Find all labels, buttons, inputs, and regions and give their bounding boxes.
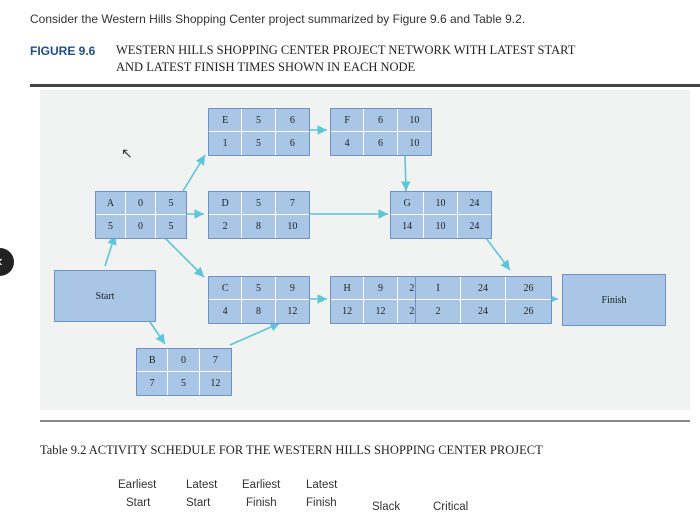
table-top-rule: [40, 420, 690, 422]
node-f-name: F: [331, 109, 365, 132]
node-finish: Finish: [562, 274, 666, 326]
node-e: E 5 6 1 5 6: [208, 108, 310, 156]
node-c-es: 5: [242, 277, 276, 300]
node-finish-label: Finish: [601, 294, 627, 306]
node-b-lf: 12: [210, 378, 221, 389]
node-g-ls: 10: [424, 215, 458, 238]
node-i-es: 24: [460, 277, 506, 300]
node-f-es: 6: [364, 109, 398, 132]
node-e-ef: 6: [275, 109, 309, 132]
node-a-lf: 5: [168, 221, 174, 232]
table-title: Table 9.2 ACTIVITY SCHEDULE FOR THE WEST…: [40, 443, 543, 457]
node-d-name: D: [209, 192, 243, 215]
node-i-lf: 26: [523, 306, 534, 317]
arrow-a-c: [164, 237, 205, 278]
node-a-dur: 5: [96, 215, 126, 238]
node-b: B 0 7 7 5 12: [136, 348, 232, 396]
figure-title-line1: WESTERN HILLS SHOPPING CENTER PROJECT NE…: [116, 43, 576, 57]
node-h-name: H: [331, 277, 365, 300]
node-b-es: 0: [168, 349, 200, 372]
node-h-ls: 12: [364, 300, 398, 323]
node-f: F 6 10 4 6 10: [330, 108, 432, 156]
node-f-ef: 10: [397, 109, 431, 132]
arrow-start-a: [104, 234, 117, 267]
node-g-name: G: [391, 192, 425, 215]
node-e-ls: 5: [242, 132, 276, 155]
node-g-lf: 24: [469, 221, 480, 232]
node-g: G 10 24 14 10 24: [390, 191, 492, 239]
node-a-ef: 5: [155, 192, 186, 215]
node-b-ef: 7: [199, 349, 231, 372]
node-a-name: A: [96, 192, 126, 215]
node-d-es: 5: [242, 192, 276, 215]
node-c-ls: 8: [242, 300, 276, 323]
node-h-es: 9: [364, 277, 398, 300]
node-f-ls: 6: [364, 132, 398, 155]
figure-title-line2: AND LATEST FINISH TIMES SHOWN IN EACH NO…: [116, 60, 416, 74]
node-a-ls: 0: [126, 215, 156, 238]
node-e-es: 5: [242, 109, 276, 132]
network-diagram: A 0 5 5 0 5 E 5 6 1 5 6 F 6 10 4 6 10 D …: [40, 90, 690, 410]
node-c-lf: 12: [287, 306, 298, 317]
node-e-dur: 1: [209, 132, 243, 155]
node-h-lf: 24: [398, 300, 431, 323]
node-h-ef: 21: [397, 277, 431, 300]
node-e-lf: 6: [289, 138, 295, 149]
col-earliest-start: Earliest Start: [118, 479, 157, 509]
node-i-ls: 24: [461, 300, 506, 323]
node-d-ef: 7: [275, 192, 309, 215]
node-b-ls: 5: [168, 372, 200, 395]
node-d-dur: 2: [209, 215, 243, 238]
node-a: A 0 5 5 0 5: [95, 191, 187, 239]
node-start-label: Start: [95, 290, 115, 302]
node-g-es: 10: [424, 192, 458, 215]
node-i-name: I: [416, 277, 461, 300]
node-start: Start: [54, 270, 156, 322]
arrow-b-h: [229, 322, 281, 346]
figure-label: FIGURE 9.6: [30, 44, 96, 58]
chevron-left-icon[interactable]: ‹: [0, 248, 14, 276]
node-i-dur: 2: [416, 300, 461, 323]
node-d: D 5 7 2 8 10: [208, 191, 310, 239]
figure-top-rule: [30, 84, 700, 87]
figure-title: WESTERN HILLS SHOPPING CENTER PROJECT NE…: [116, 42, 676, 76]
col-latest-start: Latest Start: [186, 479, 218, 509]
node-f-lf: 10: [409, 138, 420, 149]
node-c: C 5 9 4 8 12: [208, 276, 310, 324]
node-e-name: E: [209, 109, 243, 132]
node-a-es: 0: [125, 192, 156, 215]
node-g-ef: 24: [457, 192, 491, 215]
node-d-ls: 8: [242, 215, 276, 238]
arrow-a-e: [182, 154, 206, 192]
node-b-dur: 7: [137, 372, 169, 395]
node-d-lf: 10: [287, 221, 298, 232]
col-latest-finish: Latest Finish: [306, 479, 338, 509]
arrow-f-g: [400, 154, 411, 192]
node-c-name: C: [209, 277, 243, 300]
node-g-dur: 14: [391, 215, 425, 238]
col-critical: Critical: [433, 501, 469, 513]
node-c-ef: 9: [275, 277, 309, 300]
node-f-dur: 4: [331, 132, 365, 155]
intro-text: Consider the Western Hills Shopping Cent…: [30, 12, 526, 26]
arrow-start-b: [149, 321, 166, 345]
node-b-name: B: [137, 349, 169, 372]
node-c-dur: 4: [209, 300, 243, 323]
node-i: I 24 26 2 24 26: [415, 276, 552, 324]
mouse-pointer-icon: ↖: [121, 145, 133, 161]
col-earliest-finish: Earliest Finish: [242, 479, 281, 509]
node-i-ef: 26: [505, 277, 551, 300]
col-slack: Slack: [372, 501, 401, 513]
node-h-dur: 12: [331, 300, 365, 323]
